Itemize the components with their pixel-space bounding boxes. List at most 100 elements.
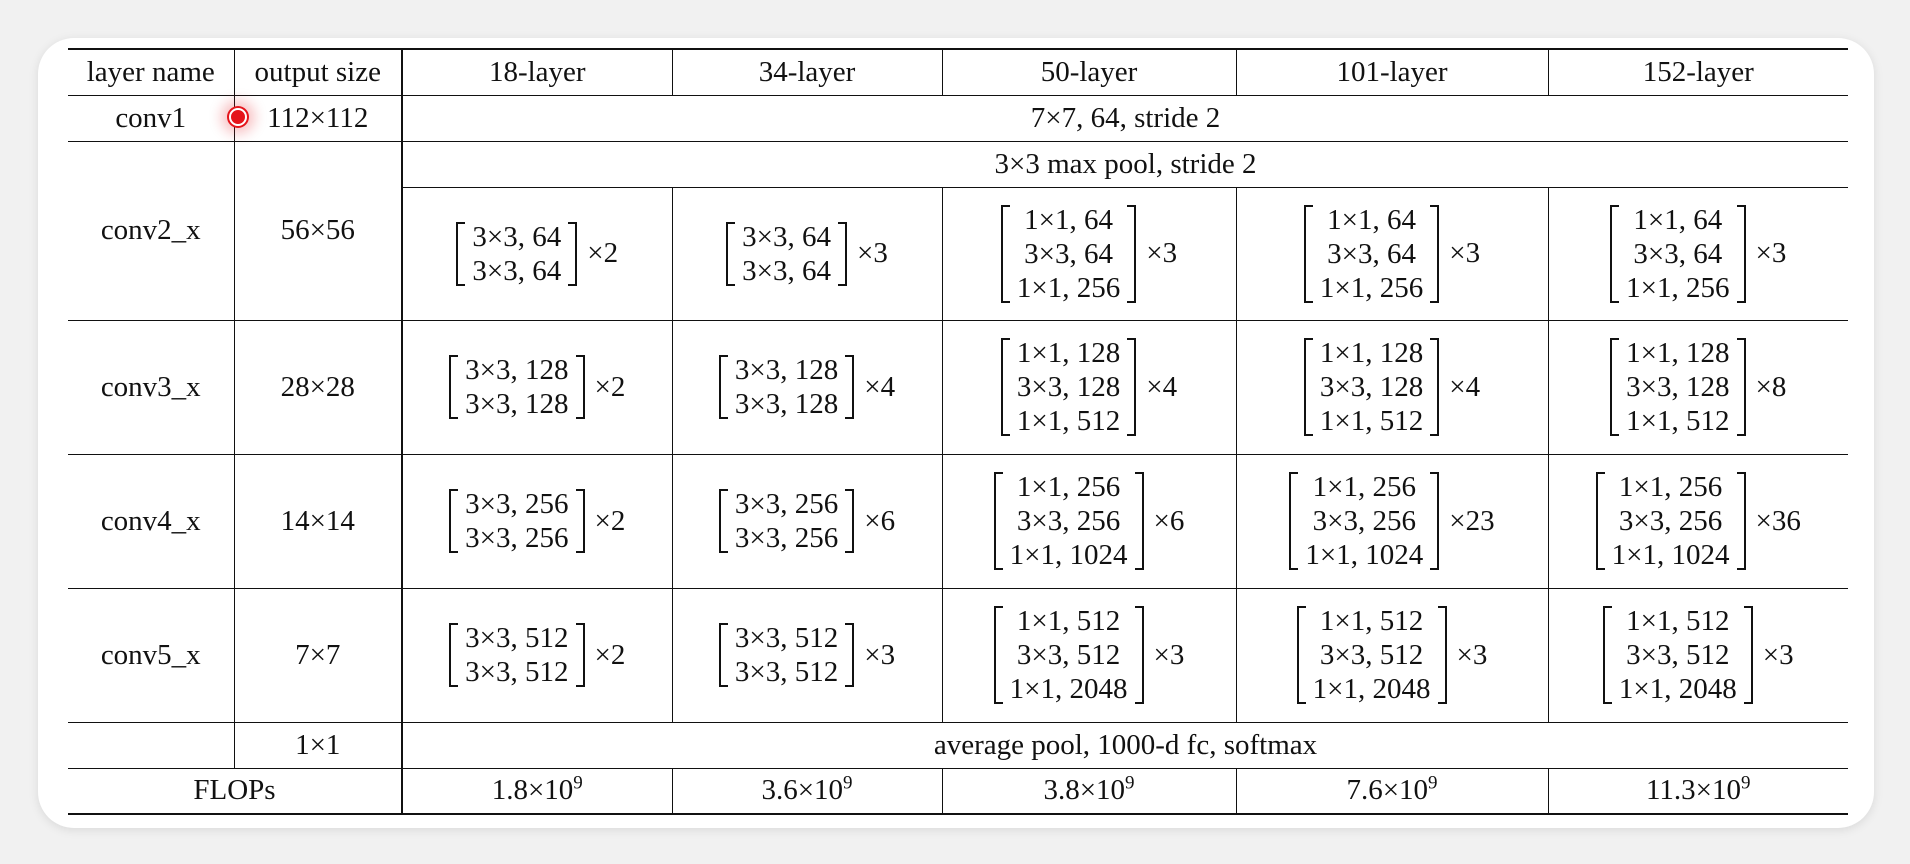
block-layer: 1×1, 512 <box>1016 405 1121 437</box>
block-layer: 1×1, 1024 <box>1611 539 1730 571</box>
block-layer: 1×1, 256 <box>1618 471 1723 503</box>
block-layer: 3×3, 256 <box>734 522 839 554</box>
block-multiplier: ×8 <box>1755 370 1787 403</box>
block-layer: 3×3, 256 <box>1016 505 1121 537</box>
block-layer: 3×3, 128 <box>1626 371 1730 403</box>
flops-exponent: 9 <box>573 772 583 794</box>
block-multiplier: ×6 <box>864 504 896 537</box>
block-layer: 3×3, 256 <box>734 488 839 520</box>
block-layer: 3×3, 128 <box>465 388 569 420</box>
block-multiplier: ×4 <box>1146 370 1178 403</box>
block-layer: 1×1, 128 <box>1626 337 1730 369</box>
flops-value: 3.8×109 <box>942 767 1237 815</box>
resnet-architecture-table: layer name output size 18-layer 34-layer… <box>68 48 1848 815</box>
block-layer: 3×3, 128 <box>1016 371 1121 403</box>
block-layer: 3×3, 512 <box>465 656 569 688</box>
block-multiplier: ×4 <box>864 370 896 403</box>
conv5-name: conv5_x <box>68 587 235 722</box>
block-layer: 1×1, 2048 <box>1009 673 1128 705</box>
block-multiplier: ×3 <box>864 638 896 671</box>
conv4-output: 14×14 <box>234 453 403 588</box>
cursor-marker <box>229 108 247 126</box>
block-multiplier: ×2 <box>594 638 626 671</box>
flops-mantissa: 1.8×10 <box>491 774 574 807</box>
block-layer: 1×1, 256 <box>1626 271 1730 304</box>
conv2-name: conv2_x <box>68 140 235 320</box>
block-layer: 1×1, 1024 <box>1009 539 1128 571</box>
block-layer: 1×1, 64 <box>1024 203 1113 236</box>
block-layer: 1×1, 256 <box>1319 271 1424 304</box>
block-multiplier: ×2 <box>594 370 626 403</box>
block-layer: 3×3, 128 <box>1319 371 1424 403</box>
block-layer: 1×1, 2048 <box>1312 673 1431 705</box>
block-layer: 1×1, 512 <box>1626 605 1730 637</box>
block-layer: 3×3, 64 <box>1024 237 1113 270</box>
flops-value: 7.6×109 <box>1236 767 1549 815</box>
block-layer: 1×1, 2048 <box>1618 673 1737 705</box>
block-multiplier: ×3 <box>1146 237 1178 269</box>
flops-value: 3.6×109 <box>672 767 943 815</box>
conv1-row: conv1 112×112 7×7, 64, stride 2 <box>68 94 1848 141</box>
conv1-spec: 7×7, 64, stride 2 <box>402 94 1848 141</box>
header-row: layer name output size 18-layer 34-layer… <box>68 48 1848 95</box>
conv2-output: 56×56 <box>234 140 403 320</box>
block-layer: 1×1, 512 <box>1319 405 1424 437</box>
block-multiplier: ×4 <box>1449 370 1481 403</box>
flops-mantissa: 11.3×10 <box>1645 774 1742 807</box>
block-layer: 1×1, 128 <box>1319 337 1424 369</box>
block-layer: 3×3, 512 <box>1016 639 1121 671</box>
flops-row: FLOPs 1.8×109 3.6×109 3.8×109 7.6×109 11… <box>68 767 1848 815</box>
final-name <box>68 721 235 768</box>
block-multiplier: ×3 <box>1456 638 1488 671</box>
final-output: 1×1 <box>234 721 403 768</box>
flops-exponent: 9 <box>843 772 853 794</box>
block-layer: 3×3, 256 <box>1618 505 1723 537</box>
flops-exponent: 9 <box>1741 772 1751 794</box>
block-layer: 3×3, 512 <box>1319 639 1424 671</box>
block-layer: 3×3, 128 <box>734 354 839 386</box>
block-layer: 1×1, 512 <box>1626 405 1730 437</box>
block-layer: 1×1, 128 <box>1016 337 1121 369</box>
block-layer: 1×1, 512 <box>1319 605 1424 637</box>
header-152-layer: 152-layer <box>1548 48 1848 95</box>
block-multiplier: ×3 <box>857 237 888 269</box>
block-layer: 3×3, 128 <box>734 388 839 420</box>
block-multiplier: ×3 <box>1762 638 1794 671</box>
block-layer: 3×3, 64 <box>742 254 831 287</box>
flops-value: 1.8×109 <box>402 767 673 815</box>
block-layer: 3×3, 128 <box>465 354 569 386</box>
